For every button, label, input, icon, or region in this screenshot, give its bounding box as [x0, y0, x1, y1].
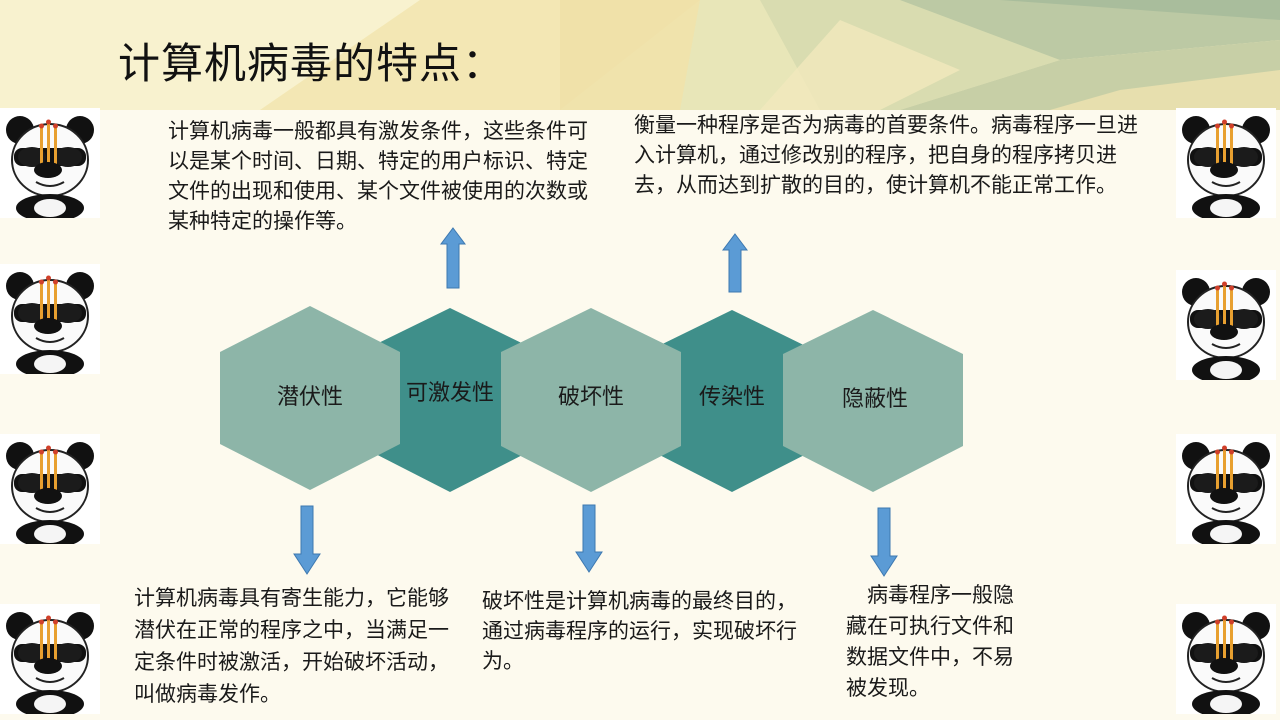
hexagon-label-excitability: 可激发性 [405, 381, 495, 406]
arrow-down-concealment [870, 507, 898, 577]
panda-icon [0, 108, 100, 218]
panda-icon [0, 434, 100, 544]
hexagon-label-latency: 潜伏性 [276, 385, 344, 410]
hexagon-label-concealment: 隐蔽性 [841, 387, 909, 412]
hexagon-latency [220, 306, 400, 490]
arrow-down-destructiveness [575, 504, 603, 573]
description-latency: 计算机病毒具有寄生能力，它能够潜伏在正常的程序之中，当满足一定条件时被激活，开始… [134, 586, 449, 706]
hexagon-destructiveness [501, 308, 681, 492]
hexagon-concealment [783, 310, 963, 492]
hexagon-label-infectivity: 传染性 [698, 385, 766, 410]
description-concealment: 病毒程序一般隐藏在可执行文件和数据文件中，不易被发现。 [846, 583, 1014, 700]
arrow-up-excitability [440, 227, 466, 289]
panda-icon [1176, 604, 1276, 714]
arrow-down-latency [293, 505, 321, 575]
description-infectivity: 衡量一种程序是否为病毒的首要条件。病毒程序一旦进入计算机，通过修改别的程序，把自… [634, 113, 1138, 197]
panda-icon [1176, 434, 1276, 544]
hexagon-infectivity [642, 310, 822, 492]
arrow-up-infectivity [722, 233, 748, 293]
description-destructiveness: 破坏性是计算机病毒的最终目的，通过病毒程序的运行，实现破坏行为。 [482, 589, 797, 673]
title-banner [0, 0, 1280, 110]
panda-icon [1176, 270, 1276, 380]
description-excitability: 计算机病毒一般都具有激发条件，这些条件可以是某个时间、日期、特定的用户标识、特定… [168, 119, 588, 233]
panda-icon [0, 604, 100, 714]
panda-icon [0, 264, 100, 374]
panda-icon [1176, 108, 1276, 218]
hexagon-label-destructiveness: 破坏性 [557, 385, 625, 410]
hexagon-excitability [360, 308, 540, 492]
slide-title: 计算机病毒的特点： [118, 39, 506, 88]
